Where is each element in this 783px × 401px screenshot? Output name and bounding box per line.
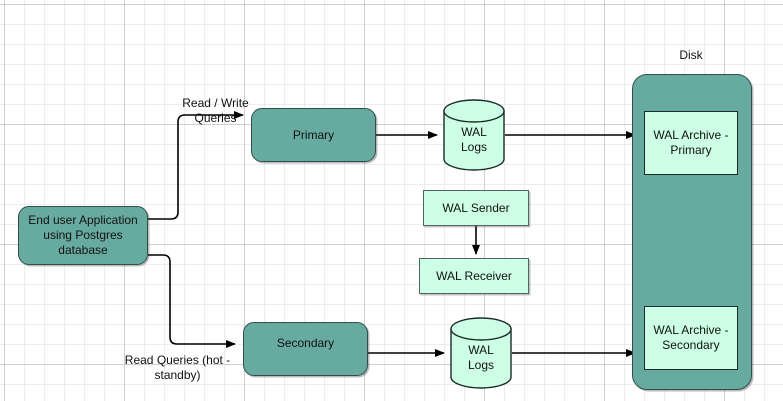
node-wal-receiver[interactable]: WAL Receiver bbox=[419, 258, 529, 294]
node-wal-logs-primary[interactable]: WAL Logs bbox=[442, 99, 506, 171]
wal-logs-top-line-1: WAL bbox=[461, 125, 487, 139]
node-secondary-label: Secondary bbox=[276, 335, 335, 350]
node-wal-archive-primary[interactable]: WAL Archive - Primary bbox=[644, 111, 738, 175]
wal-logs-bottom-line-2: Logs bbox=[467, 358, 495, 372]
wal-archive-primary-line-2: Primary bbox=[670, 143, 712, 157]
read-write-line-1: Read / Write bbox=[182, 96, 249, 110]
node-secondary[interactable]: Secondary bbox=[243, 322, 368, 376]
node-wal-archive-primary-label: WAL Archive - Primary bbox=[653, 128, 728, 158]
end-user-line-1: End user Application bbox=[28, 213, 138, 227]
node-end-user-application[interactable]: End user Application using Postgres data… bbox=[18, 206, 148, 265]
node-wal-receiver-label: WAL Receiver bbox=[436, 268, 512, 283]
wal-logs-top-line-2: Logs bbox=[460, 140, 488, 154]
node-primary-label: Primary bbox=[292, 127, 335, 142]
cylinder-shape-bottom bbox=[450, 317, 512, 389]
edge-enduser-to-secondary bbox=[148, 254, 236, 348]
node-wal-archive-secondary[interactable]: WAL Archive - Secondary bbox=[644, 306, 738, 370]
read-queries-line-2: standby) bbox=[154, 368, 201, 382]
node-wal-logs-primary-label: WAL Logs bbox=[442, 125, 506, 155]
disk-title-text: Disk bbox=[679, 48, 703, 62]
edge-label-read-write-queries: Read / Write Queries bbox=[148, 96, 283, 126]
wal-archive-secondary-line-1: WAL Archive - bbox=[653, 323, 729, 337]
read-queries-line-1: Read Queries (hot - bbox=[124, 353, 231, 367]
node-wal-logs-secondary-label: WAL Logs bbox=[449, 343, 513, 373]
node-wal-sender[interactable]: WAL Sender bbox=[423, 190, 529, 226]
wal-archive-secondary-line-2: Secondary bbox=[662, 338, 720, 352]
edge-enduser-to-primary bbox=[148, 111, 244, 220]
end-user-line-2: using Postgres database bbox=[43, 228, 123, 257]
disk-title-label: Disk bbox=[632, 48, 750, 63]
node-end-user-application-label: End user Application using Postgres data… bbox=[19, 213, 147, 258]
node-primary[interactable]: Primary bbox=[251, 108, 376, 162]
wal-archive-primary-line-1: WAL Archive - bbox=[653, 128, 729, 142]
node-wal-archive-secondary-label: WAL Archive - Secondary bbox=[653, 323, 728, 353]
cylinder-shape-top bbox=[443, 99, 505, 171]
node-wal-logs-secondary[interactable]: WAL Logs bbox=[449, 317, 513, 389]
wal-logs-bottom-line-1: WAL bbox=[468, 343, 494, 357]
read-write-line-2: Queries bbox=[194, 111, 237, 125]
node-wal-sender-label: WAL Sender bbox=[442, 200, 510, 215]
edge-label-read-queries: Read Queries (hot - standby) bbox=[105, 353, 250, 383]
